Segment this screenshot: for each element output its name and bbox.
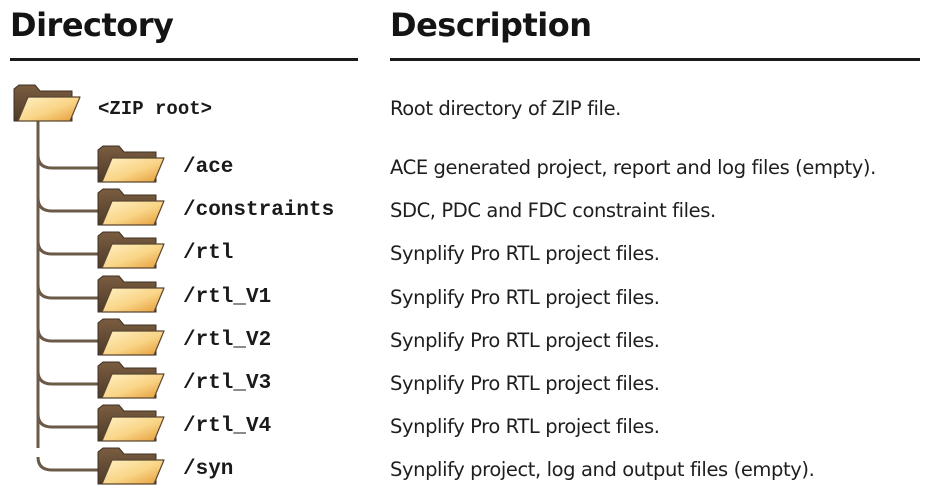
directory-description-rtl-v2: Synplify Pro RTL project files.: [390, 329, 660, 352]
directory-name-ace: /ace: [183, 156, 234, 179]
root-folder-icon: [13, 84, 81, 122]
directory-name-rtl-v1: /rtl_V1: [183, 286, 272, 309]
directory-description-rtl-v3: Synplify Pro RTL project files.: [390, 372, 660, 395]
directory-name-rtl-v4: /rtl_V4: [183, 415, 272, 438]
folder-icon: [97, 145, 165, 183]
directory-name-rtl: /rtl: [183, 242, 234, 265]
directory-description-ace: ACE generated project, report and log fi…: [390, 156, 876, 179]
description-header-rule: [390, 58, 920, 61]
directory-description-rtl-v1: Synplify Pro RTL project files.: [390, 286, 660, 309]
folder-icon: [97, 361, 165, 399]
folder-icon: [97, 404, 165, 442]
directory-description-rtl: Synplify Pro RTL project files.: [390, 242, 660, 265]
root-directory-name: <ZIP root>: [98, 98, 213, 120]
directory-name-constraints: /constraints: [183, 199, 335, 222]
directory-name-syn: /syn: [183, 458, 234, 481]
directory-description-rtl-v4: Synplify Pro RTL project files.: [390, 415, 660, 438]
folder-icon: [97, 318, 165, 356]
folder-icon: [97, 447, 165, 485]
directory-name-rtl-v2: /rtl_V2: [183, 329, 272, 352]
directory-description-syn: Synplify project, log and output files (…: [390, 458, 815, 481]
root-directory-description: Root directory of ZIP file.: [390, 97, 621, 120]
directory-name-rtl-v3: /rtl_V3: [183, 372, 272, 395]
description-column-header: Description: [390, 6, 592, 44]
directory-description-constraints: SDC, PDC and FDC constraint files.: [390, 199, 716, 222]
folder-icon: [97, 188, 165, 226]
directory-column-header: Directory: [10, 6, 174, 44]
directory-header-rule: [10, 58, 358, 61]
folder-icon: [97, 231, 165, 269]
folder-icon: [97, 275, 165, 313]
